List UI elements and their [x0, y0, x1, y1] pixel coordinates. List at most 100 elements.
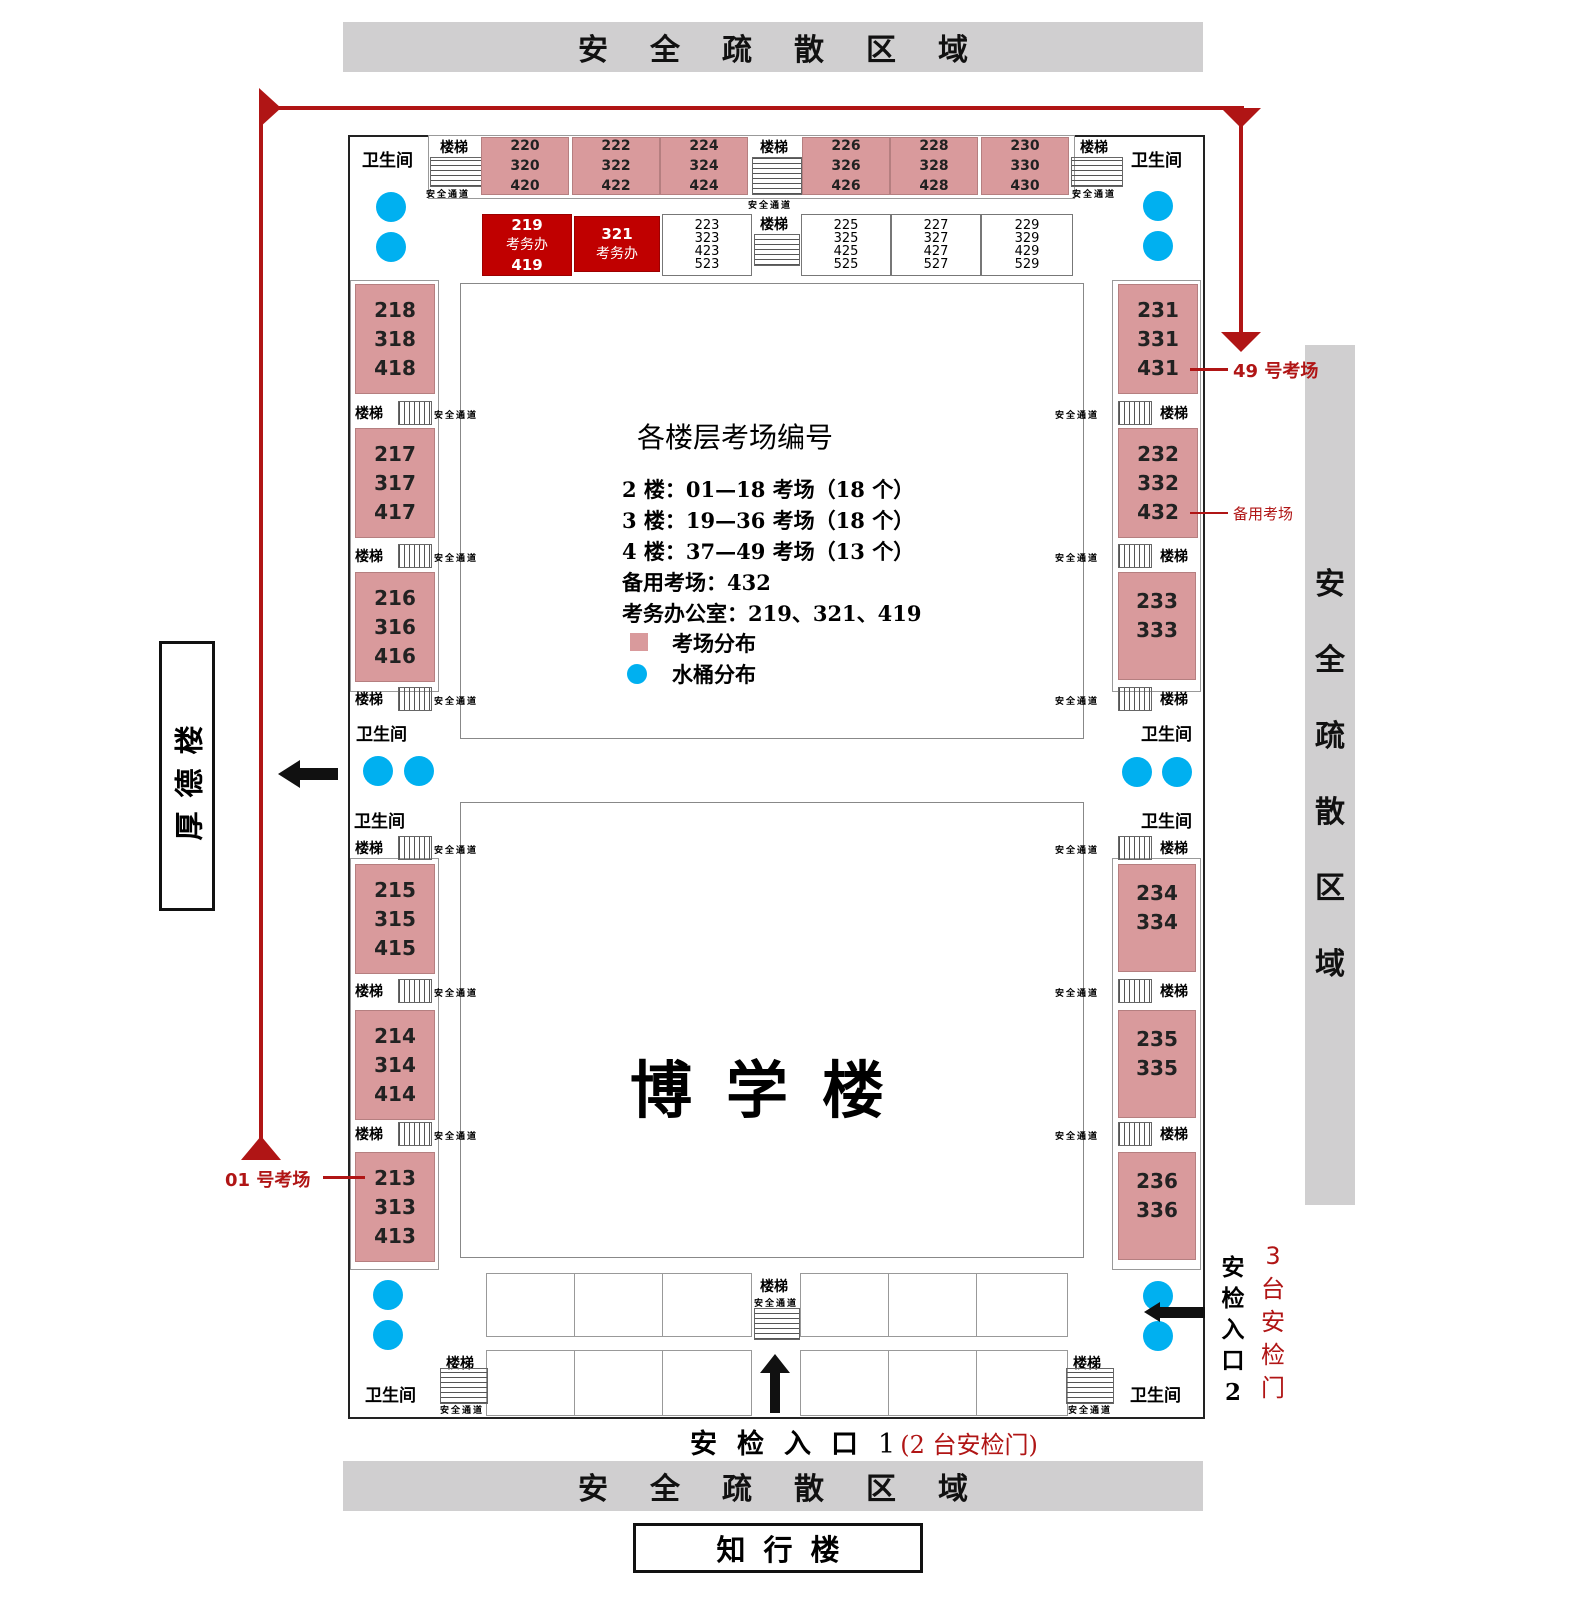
room-number: 322	[601, 158, 631, 174]
legend-title: 各楼层考场编号	[637, 421, 834, 454]
entrance-2-note: 3 台 安 检 门	[1258, 1240, 1288, 1405]
passage-right-2: 安全通道	[1055, 554, 1100, 564]
passage-right-1: 安全通道	[1055, 411, 1100, 421]
route-arrow-down-top	[1221, 108, 1261, 128]
room-230: 230 330 430	[981, 137, 1069, 195]
room-number: 431	[1137, 355, 1179, 380]
room-number: 416	[374, 643, 416, 668]
passage-right-4: 安全通道	[1055, 846, 1100, 856]
room-number: 335	[1136, 1056, 1178, 1080]
room-218: 218 318 418	[355, 284, 435, 394]
room-number: 420	[510, 178, 540, 194]
bottom-room	[662, 1273, 752, 1337]
stairs-label-bottom-center: 楼梯	[760, 1279, 788, 1295]
water-bucket	[1143, 1321, 1173, 1351]
houde-building: 厚德楼	[159, 641, 215, 911]
bottom-room	[800, 1273, 890, 1337]
passage-right-5: 安全通道	[1055, 989, 1100, 999]
entrance-2-char: 检	[1221, 1286, 1245, 1312]
room-235: 235 335	[1118, 1010, 1196, 1118]
room-number: 525	[833, 257, 859, 272]
water-bucket	[404, 756, 434, 786]
legend-line-office: 考务办公室：219、321、419	[622, 601, 922, 626]
room-number: 225	[833, 218, 859, 233]
legend-line-4f: 4 楼：37—49 考场（13 个）	[622, 539, 915, 564]
stairs-right-1	[1118, 401, 1152, 425]
room-233: 233 333	[1118, 572, 1196, 680]
room-number: 321	[601, 225, 633, 243]
room-number: 336	[1136, 1198, 1178, 1222]
marker-line-spare	[1190, 512, 1228, 514]
stairs-label-left-3: 楼梯	[355, 692, 383, 708]
water-bucket	[376, 232, 406, 262]
passage-right-3: 安全通道	[1055, 697, 1100, 707]
room-number: 315	[374, 906, 416, 931]
room-number: 429	[1014, 244, 1040, 259]
room-number: 426	[831, 178, 861, 194]
route-line-left	[259, 97, 263, 1147]
stairs-label-left-4: 楼梯	[355, 841, 383, 857]
stairs-right-6	[1118, 1122, 1152, 1146]
room-number: 236	[1136, 1169, 1178, 1193]
room-number: 331	[1137, 326, 1179, 351]
entrance-2-note-char: 3	[1265, 1242, 1281, 1270]
stairs-label-left-5: 楼梯	[355, 984, 383, 1000]
stairs-left-3	[398, 687, 432, 711]
room-217: 217 317 417	[355, 428, 435, 538]
toilet-right-mid-2: 卫生间	[1141, 812, 1192, 832]
room-number: 220	[510, 138, 540, 154]
legend-room-swatch	[630, 633, 648, 651]
route-line-right	[1239, 106, 1243, 332]
stairs-second-row	[754, 234, 800, 266]
marker-room-01: 01 号考场	[225, 1170, 311, 1191]
room-number: 213	[374, 1165, 416, 1190]
stairs-right-3	[1118, 687, 1152, 711]
room-number: 317	[374, 470, 416, 495]
bottom-room	[486, 1273, 576, 1337]
stairs-label-top-left: 楼梯	[440, 140, 468, 156]
room-number: 328	[919, 158, 949, 174]
arrow-left-houde	[278, 760, 338, 788]
right-zone-text: 安全疏散区域	[1315, 567, 1345, 982]
bottom-evacuation-zone: 安全疏散区域	[343, 1461, 1203, 1511]
legend-line-2f: 2 楼：01—18 考场（18 个）	[622, 477, 915, 502]
room-number: 233	[1136, 589, 1178, 613]
marker-line-49	[1190, 368, 1228, 371]
passage-right-6: 安全通道	[1055, 1132, 1100, 1142]
legend-bucket-swatch	[627, 664, 647, 684]
entrance-2-label: 安 检 入 口 2	[1218, 1253, 1248, 1408]
passage-bottom-center: 安全通道	[754, 1299, 799, 1309]
office-321: 321 考务办	[574, 216, 660, 272]
room-number: 316	[374, 614, 416, 639]
entrance-2-note-char: 台	[1261, 1275, 1285, 1303]
stairs-label-top-right: 楼梯	[1080, 140, 1108, 156]
arrow-left-entrance-2	[1144, 1302, 1205, 1322]
stairs-left-1	[398, 401, 432, 425]
stairs-bottom-left	[440, 1368, 488, 1404]
stairs-bottom-center	[754, 1308, 800, 1340]
stairs-label-right-6: 楼梯	[1160, 1127, 1188, 1143]
room-number: 227	[923, 218, 949, 233]
toilet-top-right: 卫生间	[1131, 151, 1182, 171]
stairs-label-right-3: 楼梯	[1160, 692, 1188, 708]
room-number: 529	[1014, 257, 1040, 272]
room-220: 220 320 420	[481, 137, 569, 195]
route-arrow-up-bottom	[241, 1136, 281, 1160]
passage-bottom-right: 安全通道	[1068, 1406, 1113, 1416]
toilet-bottom-left: 卫生间	[365, 1386, 416, 1406]
room-number: 325	[833, 231, 859, 246]
stairs-label-left-1: 楼梯	[355, 406, 383, 422]
zhixing-building: 知行楼	[633, 1523, 923, 1573]
office-label: 考务办	[596, 246, 638, 262]
stairs-bottom-right	[1066, 1368, 1114, 1404]
passage-left-6: 安全通道	[434, 1132, 479, 1142]
stairs-top-left	[430, 157, 482, 187]
room-number: 217	[374, 441, 416, 466]
room-number: 219	[511, 216, 543, 234]
room-number: 323	[694, 231, 720, 246]
toilet-right-mid-1: 卫生间	[1141, 725, 1192, 745]
room-number: 324	[689, 158, 719, 174]
room-number: 223	[694, 218, 720, 233]
stairs-right-5	[1118, 979, 1152, 1003]
